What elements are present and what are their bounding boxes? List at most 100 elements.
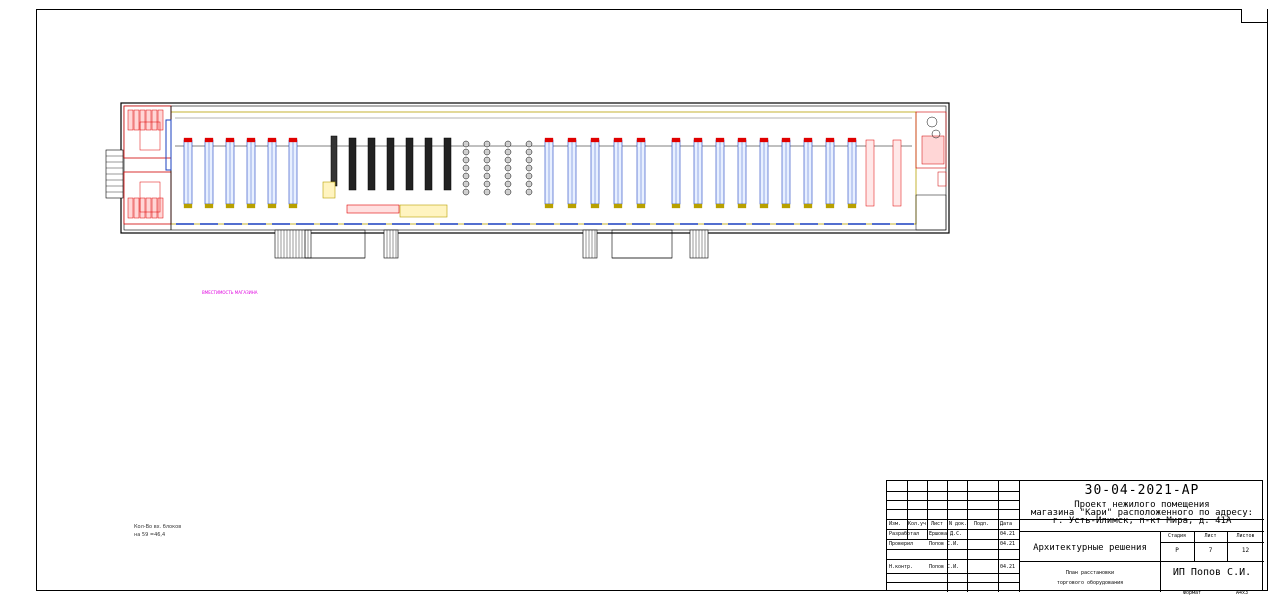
sheet-title: План расстановки торгового оборудования [1020, 568, 1160, 588]
document-code: 30-04-2021-АР [1084, 483, 1200, 498]
drawing-frame [36, 9, 1268, 591]
checked-name: Попов С.И. [929, 541, 960, 547]
building-outline [120, 102, 950, 234]
nkontr-name: Попов С.И. [929, 564, 960, 570]
round-rack [462, 148, 470, 156]
rack-end-cap [781, 203, 791, 209]
company-name: ИП Попов С.И. [1172, 567, 1252, 578]
round-rack [525, 164, 533, 172]
rack-end-cap [759, 203, 769, 209]
rack-end-cap [267, 137, 277, 143]
rack-end-cap [847, 203, 857, 209]
round-rack [525, 180, 533, 188]
project-line-3: г. Усть-Илимск, п-кт Мира, д. 41А [1052, 516, 1232, 526]
right-utility [915, 194, 947, 231]
rack-end-cap [225, 203, 235, 209]
round-rack [525, 188, 533, 196]
rack-end-cap [288, 203, 298, 209]
fitting-cabin [151, 109, 158, 131]
round-rack [504, 148, 512, 156]
round-rack [483, 188, 491, 196]
rack-end-cap [737, 137, 747, 143]
sheet-title-line-1: План расстановки [1065, 570, 1115, 576]
block-count-note: Кол-Во вх. блоков на 59 =46,4 [134, 523, 181, 539]
fitting-block [139, 121, 161, 151]
fitting-cabin [145, 109, 152, 131]
rack-end-cap [613, 137, 623, 143]
rack-end-cap [204, 203, 214, 209]
rack-end-cap [590, 203, 600, 209]
rack-end-cap [183, 137, 193, 143]
corner-stamp-box [1241, 9, 1268, 23]
round-rack [483, 140, 491, 148]
rack-end-cap [590, 137, 600, 143]
rack-end-cap [246, 137, 256, 143]
rack-end-cap [693, 137, 703, 143]
rack-end-cap [715, 137, 725, 143]
rack-end-cap [544, 137, 554, 143]
section-name: Архитектурные решения [1033, 543, 1147, 553]
rack-end-cap [847, 137, 857, 143]
rack-end-cap [567, 203, 577, 209]
project-description: Проект нежилого помещения магазина "Кари… [1020, 501, 1264, 526]
round-rack [483, 180, 491, 188]
black-gondola [386, 137, 395, 191]
fitting-cabin [151, 197, 158, 219]
rack-end-cap [715, 203, 725, 209]
hdr-izm: Изм. [889, 521, 902, 527]
stage-value: Р [1175, 547, 1179, 554]
entry-gate [322, 181, 336, 199]
nkontr-date: 04.21 [1000, 564, 1016, 570]
pink-rack [892, 139, 902, 207]
round-rack [504, 172, 512, 180]
entrance-vestibule [611, 229, 673, 259]
fitting-cabin [127, 109, 134, 131]
rack-end-cap [246, 203, 256, 209]
round-rack [462, 172, 470, 180]
right-fixture [921, 135, 945, 165]
project-line-2: магазина "Кари" расположенного по адресу… [1030, 508, 1254, 518]
fitting-block [139, 181, 161, 213]
fitting-cabin [127, 197, 134, 219]
rack-end-cap [671, 203, 681, 209]
black-gondola [405, 137, 414, 191]
rack-end-cap [781, 137, 791, 143]
rack-end-cap [825, 203, 835, 209]
entrance-vestibule [304, 229, 366, 259]
developed-name: Ершова Д.С. [929, 531, 963, 537]
rack-end-cap [803, 203, 813, 209]
note-line-1: Кол-Во вх. блоков [134, 524, 182, 530]
round-rack [525, 172, 533, 180]
sheets-value: 12 [1241, 547, 1250, 554]
sheet-title-line-2: торгового оборудования [1056, 580, 1124, 586]
black-gondola [443, 137, 452, 191]
entrance-stair [383, 229, 399, 259]
developed-date: 04.21 [1000, 531, 1016, 537]
plan-geometry [105, 102, 950, 259]
sheet-value: 7 [1208, 547, 1213, 554]
checked-role: Проверил [889, 541, 914, 547]
round-rack [504, 188, 512, 196]
rack-end-cap [267, 203, 277, 209]
black-gondola [330, 135, 338, 187]
checked-date: 04.21 [1000, 541, 1016, 547]
rack-end-cap [204, 137, 214, 143]
fitting-cabin [145, 197, 152, 219]
rack-end-cap [636, 137, 646, 143]
round-rack [504, 180, 512, 188]
right-fixture-small [937, 171, 947, 187]
round-rack [462, 164, 470, 172]
format-value: А4х3 [1236, 590, 1249, 596]
rack-end-cap [759, 137, 769, 143]
rack-end-cap [737, 203, 747, 209]
round-rack [483, 156, 491, 164]
sheets-header: Листов [1236, 533, 1255, 539]
pink-rack [865, 139, 875, 207]
round-rack [525, 156, 533, 164]
fitting-cabin [157, 109, 164, 131]
round-rack [483, 148, 491, 156]
black-gondola [367, 137, 376, 191]
hdr-kol-uch: Кол.уч [908, 521, 927, 527]
entrance-stair [582, 229, 598, 259]
